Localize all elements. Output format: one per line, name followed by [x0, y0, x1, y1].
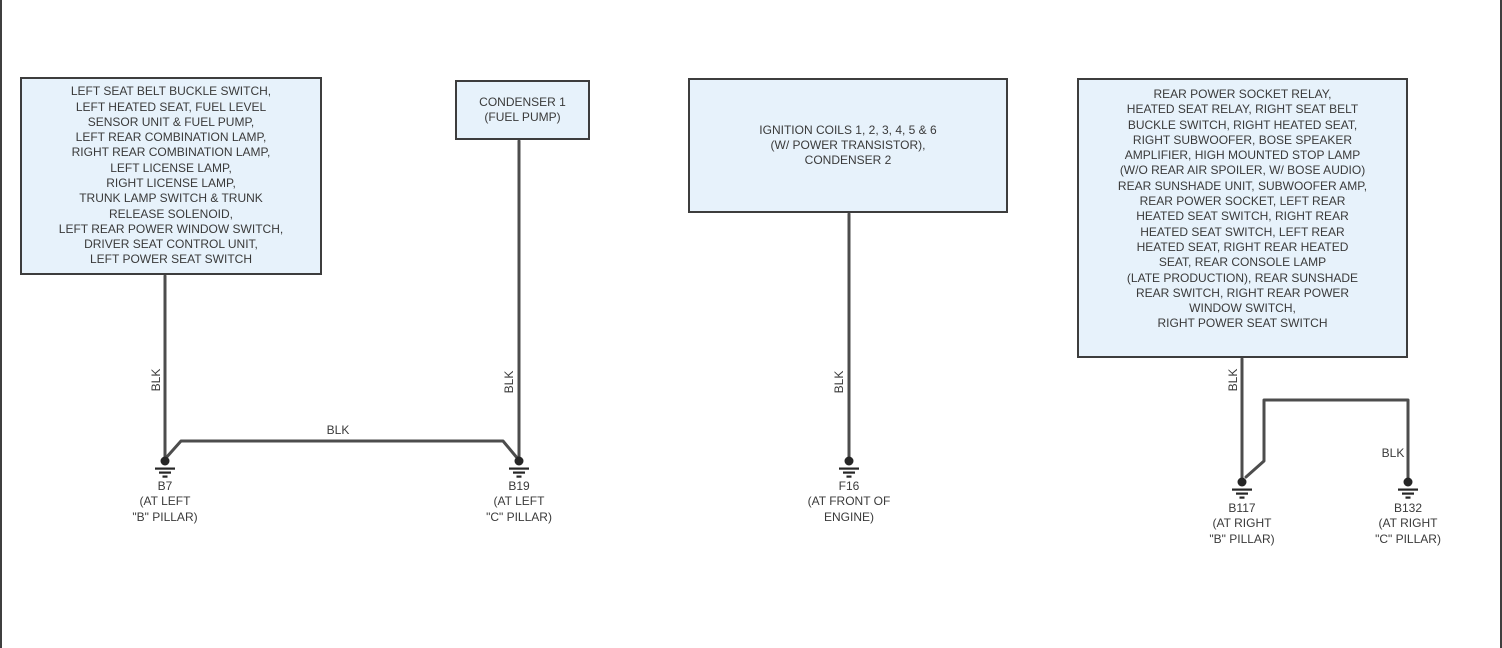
wire-color-label-f16: BLK: [832, 370, 846, 394]
component-box-left-rear: LEFT SEAT BELT BUCKLE SWITCH, LEFT HEATE…: [20, 77, 322, 275]
component-box-text: IGNITION COILS 1, 2, 3, 4, 5 & 6 (W/ POW…: [759, 122, 937, 168]
wire-color-label-b19: BLK: [502, 370, 516, 394]
wire-color-label-b7: BLK: [149, 368, 163, 392]
component-box-ignition-coils: IGNITION COILS 1, 2, 3, 4, 5 & 6 (W/ POW…: [688, 78, 1008, 213]
component-box-text: LEFT SEAT BELT BUCKLE SWITCH, LEFT HEATE…: [58, 84, 284, 267]
ground-label-b19: B19 (AT LEFT "C" PILLAR): [486, 479, 552, 524]
ground-icon-b19: [509, 456, 529, 478]
ground-label-b7: B7 (AT LEFT "B" PILLAR): [132, 479, 198, 524]
wire-color-label-jumper: BLK: [326, 423, 350, 437]
page-border-left: [0, 0, 2, 648]
wire-b7-b19-jumper: [163, 439, 520, 461]
wire-color-label-b117: BLK: [1226, 368, 1240, 392]
ground-label-f16: F16 (AT FRONT OF ENGINE): [807, 479, 891, 524]
ground-icon-b132: [1398, 477, 1418, 499]
ground-label-b132: B132 (AT RIGHT "C" PILLAR): [1375, 501, 1441, 546]
component-box-text: REAR POWER SOCKET RELAY, HEATED SEAT REL…: [1117, 87, 1368, 331]
component-box-right-rear: REAR POWER SOCKET RELAY, HEATED SEAT REL…: [1077, 78, 1408, 358]
ground-icon-b7: [155, 456, 175, 478]
page-border-right: [1500, 0, 1502, 648]
ground-label-b117: B117 (AT RIGHT "B" PILLAR): [1209, 501, 1275, 546]
ground-icon-f16: [839, 456, 859, 478]
wire-b117-b132-jumper: [1244, 398, 1410, 480]
wire-color-label-b132: BLK: [1381, 446, 1405, 460]
ground-icon-b117: [1232, 477, 1252, 499]
component-box-condenser-1: CONDENSER 1 (FUEL PUMP): [455, 80, 590, 140]
component-box-text: CONDENSER 1 (FUEL PUMP): [479, 94, 566, 124]
